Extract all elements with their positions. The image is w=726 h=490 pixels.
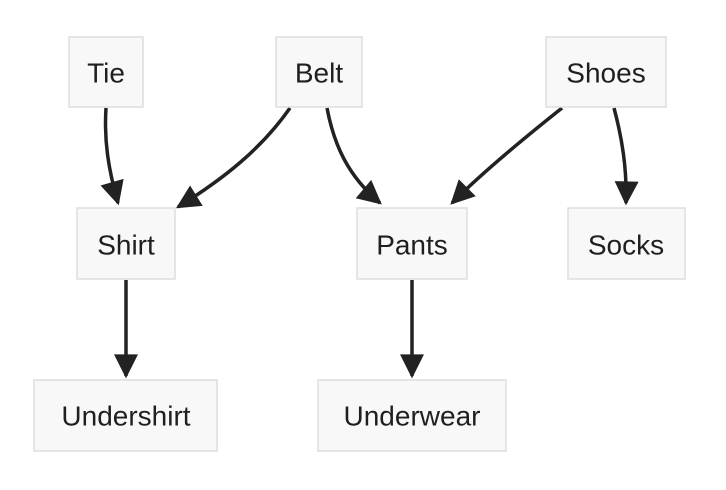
edge-tie-shirt <box>100 107 124 206</box>
node-shoes-label: Shoes <box>566 58 645 89</box>
node-tie: Tie <box>68 36 144 108</box>
node-pants-label: Pants <box>376 230 448 261</box>
node-socks-label: Socks <box>588 230 664 261</box>
edge-shoes-pants <box>450 106 564 205</box>
node-belt-label: Belt <box>295 58 343 89</box>
edge-shoes-socks <box>612 107 639 206</box>
edge-belt-pants <box>325 107 382 205</box>
node-belt: Belt <box>275 36 363 108</box>
node-shoes: Shoes <box>545 36 667 108</box>
node-pants: Pants <box>356 207 468 280</box>
node-undershirt-label: Undershirt <box>61 401 190 432</box>
node-shirt: Shirt <box>76 207 176 280</box>
node-underwear: Underwear <box>317 379 507 452</box>
node-undershirt: Undershirt <box>33 379 218 452</box>
edge-belt-shirt <box>175 106 292 209</box>
node-underwear-label: Underwear <box>344 401 481 432</box>
node-shirt-label: Shirt <box>97 230 155 261</box>
edges <box>100 106 639 379</box>
node-tie-label: Tie <box>87 58 125 89</box>
node-socks: Socks <box>567 207 686 280</box>
